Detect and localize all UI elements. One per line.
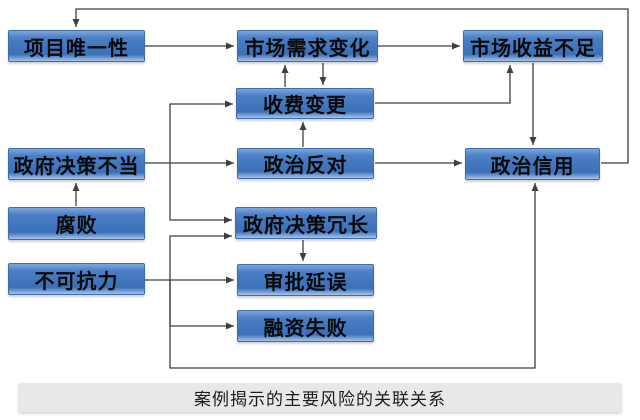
node-political-credit: 政治信用	[465, 148, 600, 180]
node-lengthy-government-decision: 政府决策冗长	[235, 207, 377, 239]
edge-fee-to-revenue	[375, 65, 514, 104]
diagram-caption: 案例揭示的主要风险的关联关系	[18, 383, 622, 412]
node-approval-delay: 审批延误	[237, 264, 374, 296]
edge-govimproper-to-fee	[169, 100, 233, 163]
node-financing-failure: 融资失败	[237, 310, 374, 342]
node-project-uniqueness: 项目唯一性	[8, 30, 145, 62]
edge-force-to-credit	[169, 183, 539, 369]
edge-govimproper-to-lengthy	[169, 163, 232, 224]
edge-credit-to-uniqueness	[72, 8, 629, 164]
node-market-revenue-shortfall: 市场收益不足	[463, 30, 603, 62]
node-political-opposition: 政治反对	[237, 148, 374, 179]
node-improper-government-decision: 政府决策不当	[8, 148, 145, 180]
node-market-demand-change: 市场需求变化	[237, 30, 378, 62]
node-corruption: 腐败	[8, 207, 145, 240]
node-toll-change: 收费变更	[236, 88, 374, 119]
edge-force-to-lengthy	[169, 232, 232, 280]
node-force-majeure: 不可抗力	[8, 263, 145, 295]
edge-force-to-financing	[169, 280, 234, 330]
